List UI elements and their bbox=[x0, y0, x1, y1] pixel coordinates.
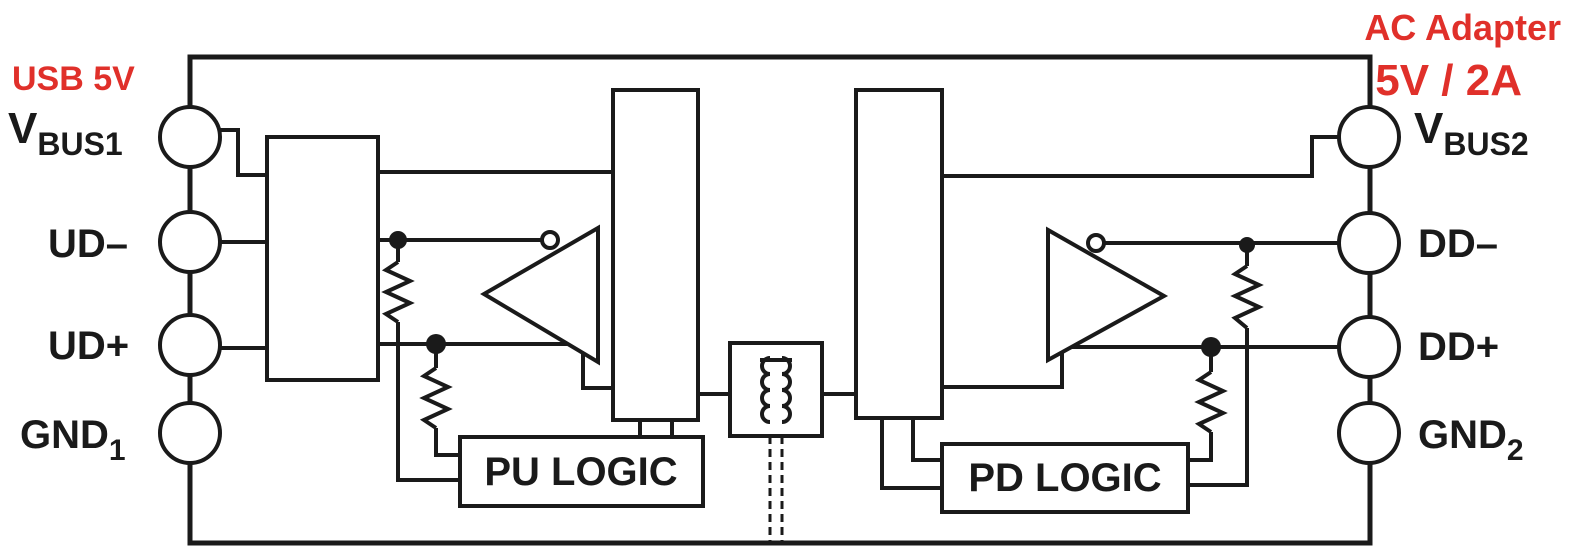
vbus2-label: VBUS2 bbox=[1414, 104, 1529, 162]
gnd1-pin bbox=[158, 401, 222, 465]
ac-adapter-rating-label: 5V / 2A bbox=[1375, 56, 1522, 105]
pu-logic-label: PU LOGIC bbox=[484, 450, 677, 494]
gnd1-label: GND1 bbox=[20, 413, 126, 467]
ud-plus-junction-dot bbox=[426, 334, 446, 354]
usb-5v-label: USB 5V bbox=[12, 60, 135, 98]
dd-plus-junction-dot bbox=[1201, 337, 1221, 357]
left-isolator-block bbox=[611, 88, 700, 422]
dd-plus-pin bbox=[1337, 315, 1401, 379]
right-isolator-block bbox=[854, 88, 944, 420]
right-buffer-triangle bbox=[1046, 226, 1169, 364]
gnd2-pin bbox=[1337, 401, 1401, 465]
dd-plus-label: DD+ bbox=[1418, 325, 1499, 369]
ud-minus-pin bbox=[158, 210, 222, 274]
right-pins bbox=[1337, 105, 1401, 465]
dd-minus-pin bbox=[1337, 211, 1401, 275]
pd-logic-block bbox=[940, 442, 1190, 514]
dd-minus-label: DD– bbox=[1418, 222, 1498, 266]
vbus1-pin bbox=[158, 105, 222, 169]
right-buffer-inversion-bubble bbox=[1086, 233, 1106, 253]
vbus1-label: VBUS1 bbox=[8, 104, 123, 162]
left-switch-block bbox=[265, 135, 380, 382]
vbus2-pin bbox=[1337, 105, 1401, 169]
dd-minus-junction-dot bbox=[1239, 237, 1255, 253]
ac-adapter-label: AC Adapter bbox=[1364, 7, 1561, 48]
left-pins bbox=[158, 105, 222, 465]
package-outline bbox=[187, 54, 1373, 546]
left-buffer-inversion-bubble bbox=[540, 230, 560, 250]
ud-minus-label: UD– bbox=[48, 222, 128, 266]
ud-minus-junction-dot bbox=[389, 231, 407, 249]
pd-logic-label: PD LOGIC bbox=[968, 456, 1161, 500]
left-buffer-triangle bbox=[480, 224, 600, 366]
isolation-transformer bbox=[728, 341, 824, 543]
pu-logic-block bbox=[458, 435, 705, 508]
gnd2-label: GND2 bbox=[1418, 413, 1524, 467]
ud-plus-label: UD+ bbox=[48, 324, 129, 368]
ud-plus-pin bbox=[158, 313, 222, 377]
